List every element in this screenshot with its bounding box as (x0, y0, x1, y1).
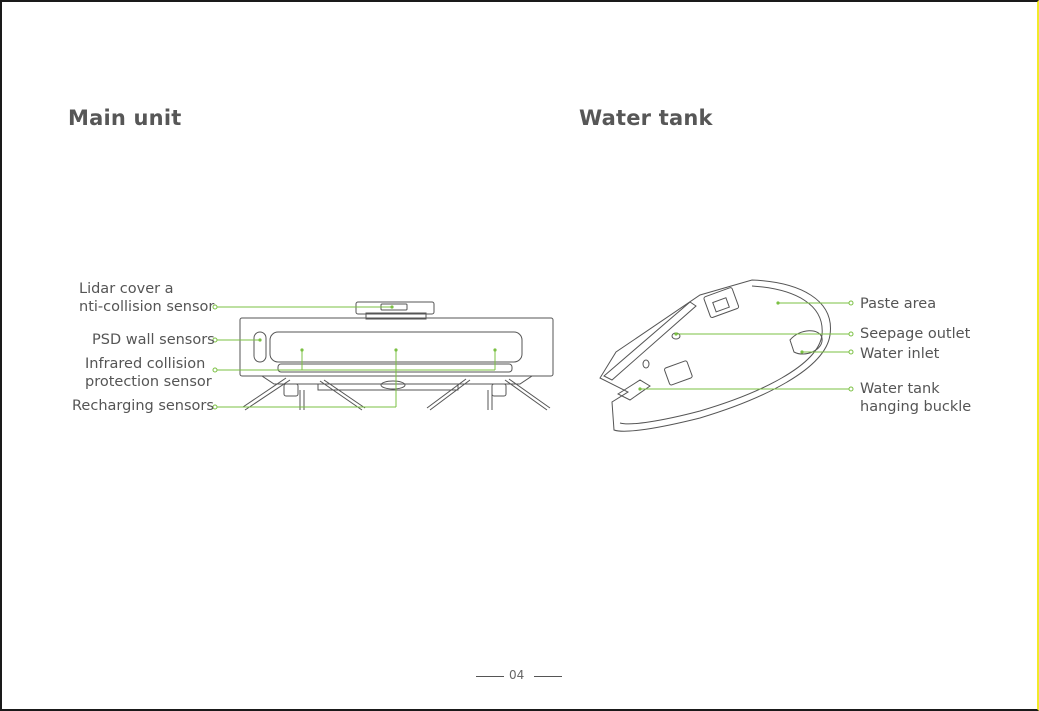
label-hanging-buckle-line1: Water tank (860, 380, 940, 398)
label-paste-area: Paste area (860, 295, 936, 313)
label-hanging-buckle-line2: hanging buckle (860, 398, 971, 416)
page-number-rule-left (476, 676, 504, 677)
label-lidar-cover-line1: Lidar cover a (79, 280, 174, 298)
page-number: 04 (509, 668, 524, 682)
label-infrared-line1: Infrared collision (85, 355, 205, 373)
label-psd-wall-sensors: PSD wall sensors (92, 331, 215, 349)
label-seepage-outlet: Seepage outlet (860, 325, 970, 343)
label-water-inlet: Water inlet (860, 345, 939, 363)
page-number-rule-right (534, 676, 562, 677)
label-lidar-cover-line2: nti-collision sensor (79, 298, 214, 316)
label-recharging-sensors: Recharging sensors (72, 397, 214, 415)
label-infrared-line2: protection sensor (85, 373, 212, 391)
